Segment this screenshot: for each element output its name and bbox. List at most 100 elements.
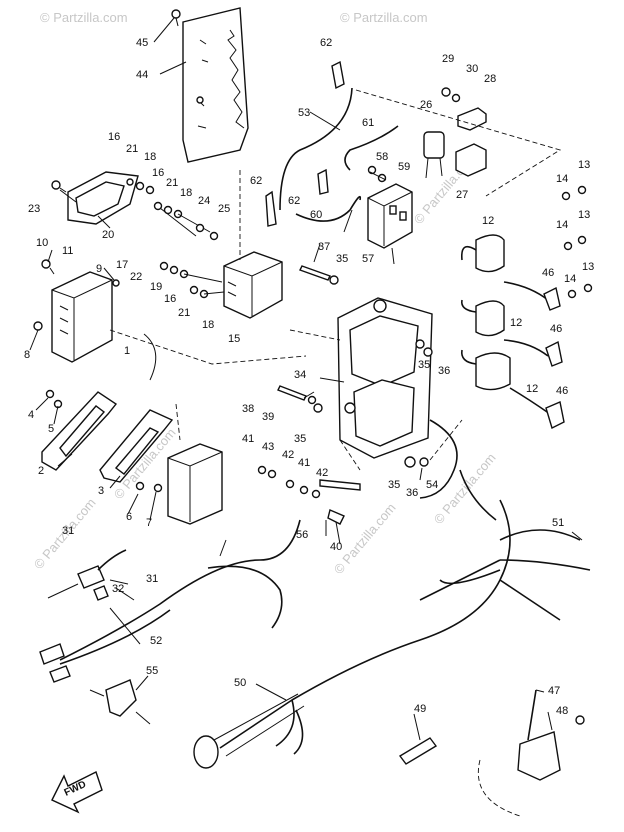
sensor-31 [47,549,127,599]
tube-assembly-47-48 [477,689,585,817]
wire-harness-52 [59,519,301,661]
callout-41: 41 [242,433,254,445]
bolt-40 [319,479,361,525]
callout-46: 46 [542,267,554,279]
callout-38: 38 [242,403,254,415]
screw-23 [51,180,67,193]
harness-branches-51 [419,469,591,621]
callout-8: 8 [24,349,30,361]
callout-35: 35 [388,479,400,491]
callout-47: 47 [548,685,560,697]
callout-61: 61 [362,117,374,129]
callout-21: 21 [178,307,190,319]
plug-cap-46 [503,281,565,429]
callout-28: 28 [484,73,496,85]
part-drawings: FWD [33,7,593,817]
ignition-coil-12-low [460,349,511,391]
callout-27: 27 [456,189,468,201]
callout-14: 14 [556,173,568,185]
ignition-coil-12-mid [460,299,505,337]
callout-13: 13 [582,261,594,273]
screw-58-59 [367,165,387,183]
callout-17: 17 [116,259,128,271]
callout-52: 52 [150,635,162,647]
callout-16: 16 [108,131,120,143]
callout-57: 57 [362,253,374,265]
callout-2: 2 [38,465,44,477]
callout-62: 62 [250,175,262,187]
callout-3: 3 [98,485,104,497]
callout-29: 29 [442,53,454,65]
bracket-20 [67,171,139,225]
callout-56: 56 [296,529,308,541]
washer-8 [33,321,43,331]
callout-35: 35 [294,433,306,445]
callout-32: 32 [112,583,124,595]
cdi-unit [51,271,113,363]
lead-wire-53 [279,87,353,211]
callout-43: 43 [262,441,274,453]
fastener-group-upper [126,178,211,237]
arrow-1 [143,333,157,381]
callout-35: 35 [336,253,348,265]
callout-36: 36 [406,487,418,499]
callout-18: 18 [180,187,192,199]
lead-wire-60 [295,195,362,222]
callout-13: 13 [578,209,590,221]
callout-59: 59 [398,161,410,173]
callout-6: 6 [126,511,132,523]
callout-58: 58 [376,151,388,163]
main-harness-50 [193,499,511,769]
watermark-text: © Partzilla.com [340,10,428,25]
callout-41: 41 [298,457,310,469]
plate-2 [41,391,118,471]
base-plate-34 [337,297,433,459]
callout-45: 45 [136,37,148,49]
callout-18: 18 [144,151,156,163]
callout-23: 23 [28,203,40,215]
plug-49 [398,737,438,765]
screw-29-30 [441,87,461,103]
callout-5: 5 [48,423,54,435]
callout-31: 31 [146,573,158,585]
callout-12: 12 [526,383,538,395]
callout-24: 24 [198,195,210,207]
relay-27 [455,143,487,177]
wire-harness-52-branch [207,565,283,629]
bolt-37 [299,265,339,285]
lead-wire-61 [344,125,399,171]
callout-53: 53 [298,107,310,119]
callout-42: 42 [282,449,294,461]
callout-49: 49 [414,703,426,715]
callout-36: 36 [438,365,450,377]
callout-34: 34 [294,369,306,381]
callout-15: 15 [228,333,240,345]
power-pack-15 [223,251,283,319]
callout-18: 18 [202,319,214,331]
callout-21: 21 [126,143,138,155]
callout-37: 37 [318,241,330,253]
callout-12: 12 [482,215,494,227]
callout-51: 51 [552,517,564,529]
callout-46: 46 [556,385,568,397]
callout-19: 19 [150,281,162,293]
callout-62: 62 [288,195,300,207]
callout-35: 35 [418,359,430,371]
callout-22: 22 [130,271,142,283]
reference-lines [109,89,562,471]
callout-50: 50 [234,677,246,689]
callout-48: 48 [556,705,568,717]
callout-10: 10 [36,237,48,249]
callout-9: 9 [96,263,102,275]
callout-labels: 1 2 3 4 5 6 7 8 9 10 11 12 12 12 13 13 1… [24,37,594,717]
fastener-group-lower [159,261,225,299]
screws-13-14 [561,185,593,299]
callout-46: 46 [550,323,562,335]
cap-32 [93,585,109,601]
watermark-text: © Partzilla.com [331,500,399,577]
callout-54: 54 [426,479,438,491]
screws-4-5 [45,389,63,409]
callout-13: 13 [578,159,590,171]
plate-3 [99,409,174,483]
